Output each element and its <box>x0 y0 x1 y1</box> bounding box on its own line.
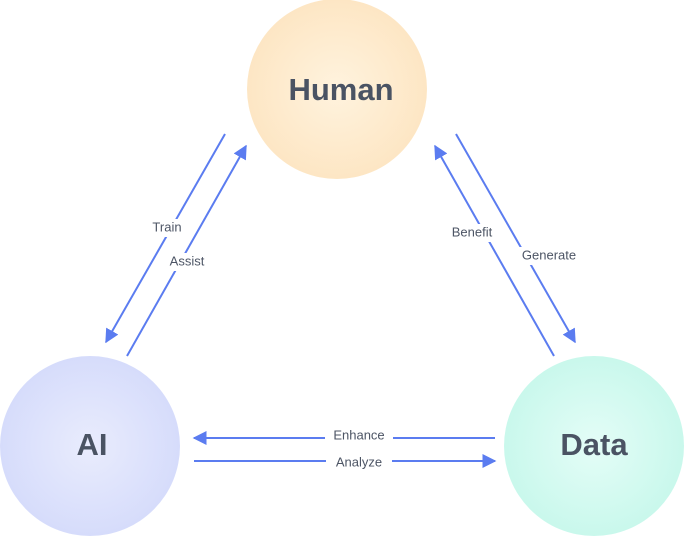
generate-label: Generate <box>522 247 576 262</box>
human-circle <box>247 0 427 179</box>
edge-generate: Generate <box>455 133 583 344</box>
benefit-arrow <box>434 144 555 357</box>
data-circle <box>504 356 684 536</box>
edge-enhance: Enhance <box>192 427 495 446</box>
enhance-label: Enhance <box>333 427 384 442</box>
train-arrow <box>105 133 226 344</box>
node-data: Data <box>504 356 684 536</box>
node-human: Human <box>247 0 427 179</box>
benefit-label: Benefit <box>452 224 493 239</box>
edge-benefit: Benefit <box>434 144 555 357</box>
ai-label: AI <box>77 427 108 462</box>
ai-circle <box>0 356 180 536</box>
generate-arrow <box>455 133 576 344</box>
node-ai: AI <box>0 356 180 536</box>
data-label: Data <box>560 427 628 462</box>
train-label: Train <box>152 219 181 234</box>
assist-label: Assist <box>170 253 205 268</box>
analyze-label: Analyze <box>336 454 382 469</box>
edge-train: Train <box>105 133 226 344</box>
edge-analyze: Analyze <box>194 454 497 472</box>
edge-assist: Assist <box>126 144 247 357</box>
human-label: Human <box>288 72 393 107</box>
assist-arrow <box>126 144 247 357</box>
